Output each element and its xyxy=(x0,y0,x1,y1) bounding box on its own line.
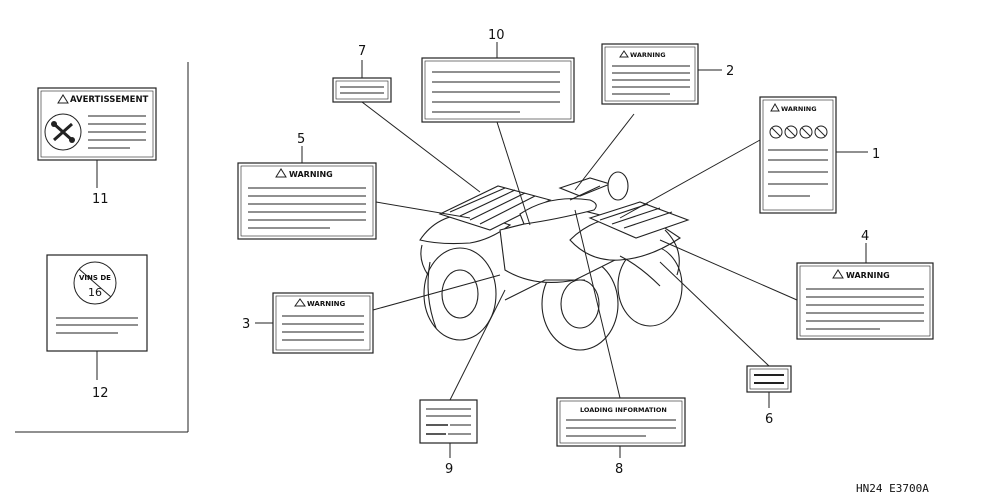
label-2-warning[interactable]: WARNING xyxy=(601,43,699,105)
diagram-code: HN24 E3700A xyxy=(856,482,929,495)
label-11-avertissement[interactable]: AVERTISSEMENT xyxy=(37,87,157,161)
callout-9: 9 xyxy=(445,462,453,477)
callout-3: 3 xyxy=(242,317,250,332)
callout-1: 1 xyxy=(872,147,880,162)
label-9[interactable] xyxy=(419,399,478,444)
callout-2: 2 xyxy=(726,64,734,79)
warning-triangle-icon xyxy=(770,102,780,112)
callout-10: 10 xyxy=(488,28,505,43)
label-6[interactable] xyxy=(746,365,792,393)
svg-text:WARNING: WARNING xyxy=(630,51,666,59)
atv-illustration xyxy=(419,171,690,351)
callout-11: 11 xyxy=(92,192,109,207)
warning-triangle-icon xyxy=(294,298,306,307)
warning-triangle-icon xyxy=(619,50,629,58)
callout-12: 12 xyxy=(92,386,109,401)
callout-7: 7 xyxy=(358,44,366,59)
tools-icon xyxy=(44,113,82,151)
no-passenger-icon xyxy=(769,125,828,139)
svg-text:WARNING: WARNING xyxy=(781,105,817,113)
vin-seal-icon: VINS DE 16 xyxy=(73,261,117,305)
warning-triangle-icon xyxy=(275,168,287,178)
warning-triangle-icon xyxy=(832,269,844,279)
svg-text:VINS DE: VINS DE xyxy=(79,274,111,282)
leader-lines xyxy=(361,101,798,401)
warning-triangle-icon xyxy=(57,94,69,104)
label-12-vins[interactable]: VINS DE 16 xyxy=(46,254,148,352)
callout-6: 6 xyxy=(765,412,773,427)
label-8-loading-information[interactable]: LOADING INFORMATION xyxy=(556,397,686,447)
svg-text:WARNING: WARNING xyxy=(307,300,346,308)
callout-4: 4 xyxy=(861,229,869,244)
label-4-warning[interactable]: WARNING xyxy=(796,262,934,340)
label-7[interactable] xyxy=(332,77,392,103)
label-5-warning[interactable]: WARNING xyxy=(237,162,377,240)
callout-8: 8 xyxy=(615,462,623,477)
svg-text:LOADING INFORMATION: LOADING INFORMATION xyxy=(580,406,667,414)
callout-5: 5 xyxy=(297,132,305,147)
label-3-warning[interactable]: WARNING xyxy=(272,292,374,354)
label-11-title: AVERTISSEMENT xyxy=(70,95,149,105)
svg-text:WARNING: WARNING xyxy=(846,271,890,280)
svg-text:16: 16 xyxy=(88,286,102,299)
label-10[interactable] xyxy=(421,57,575,123)
label-1-warning[interactable]: WARNING xyxy=(759,96,837,214)
svg-text:WARNING: WARNING xyxy=(289,170,333,179)
